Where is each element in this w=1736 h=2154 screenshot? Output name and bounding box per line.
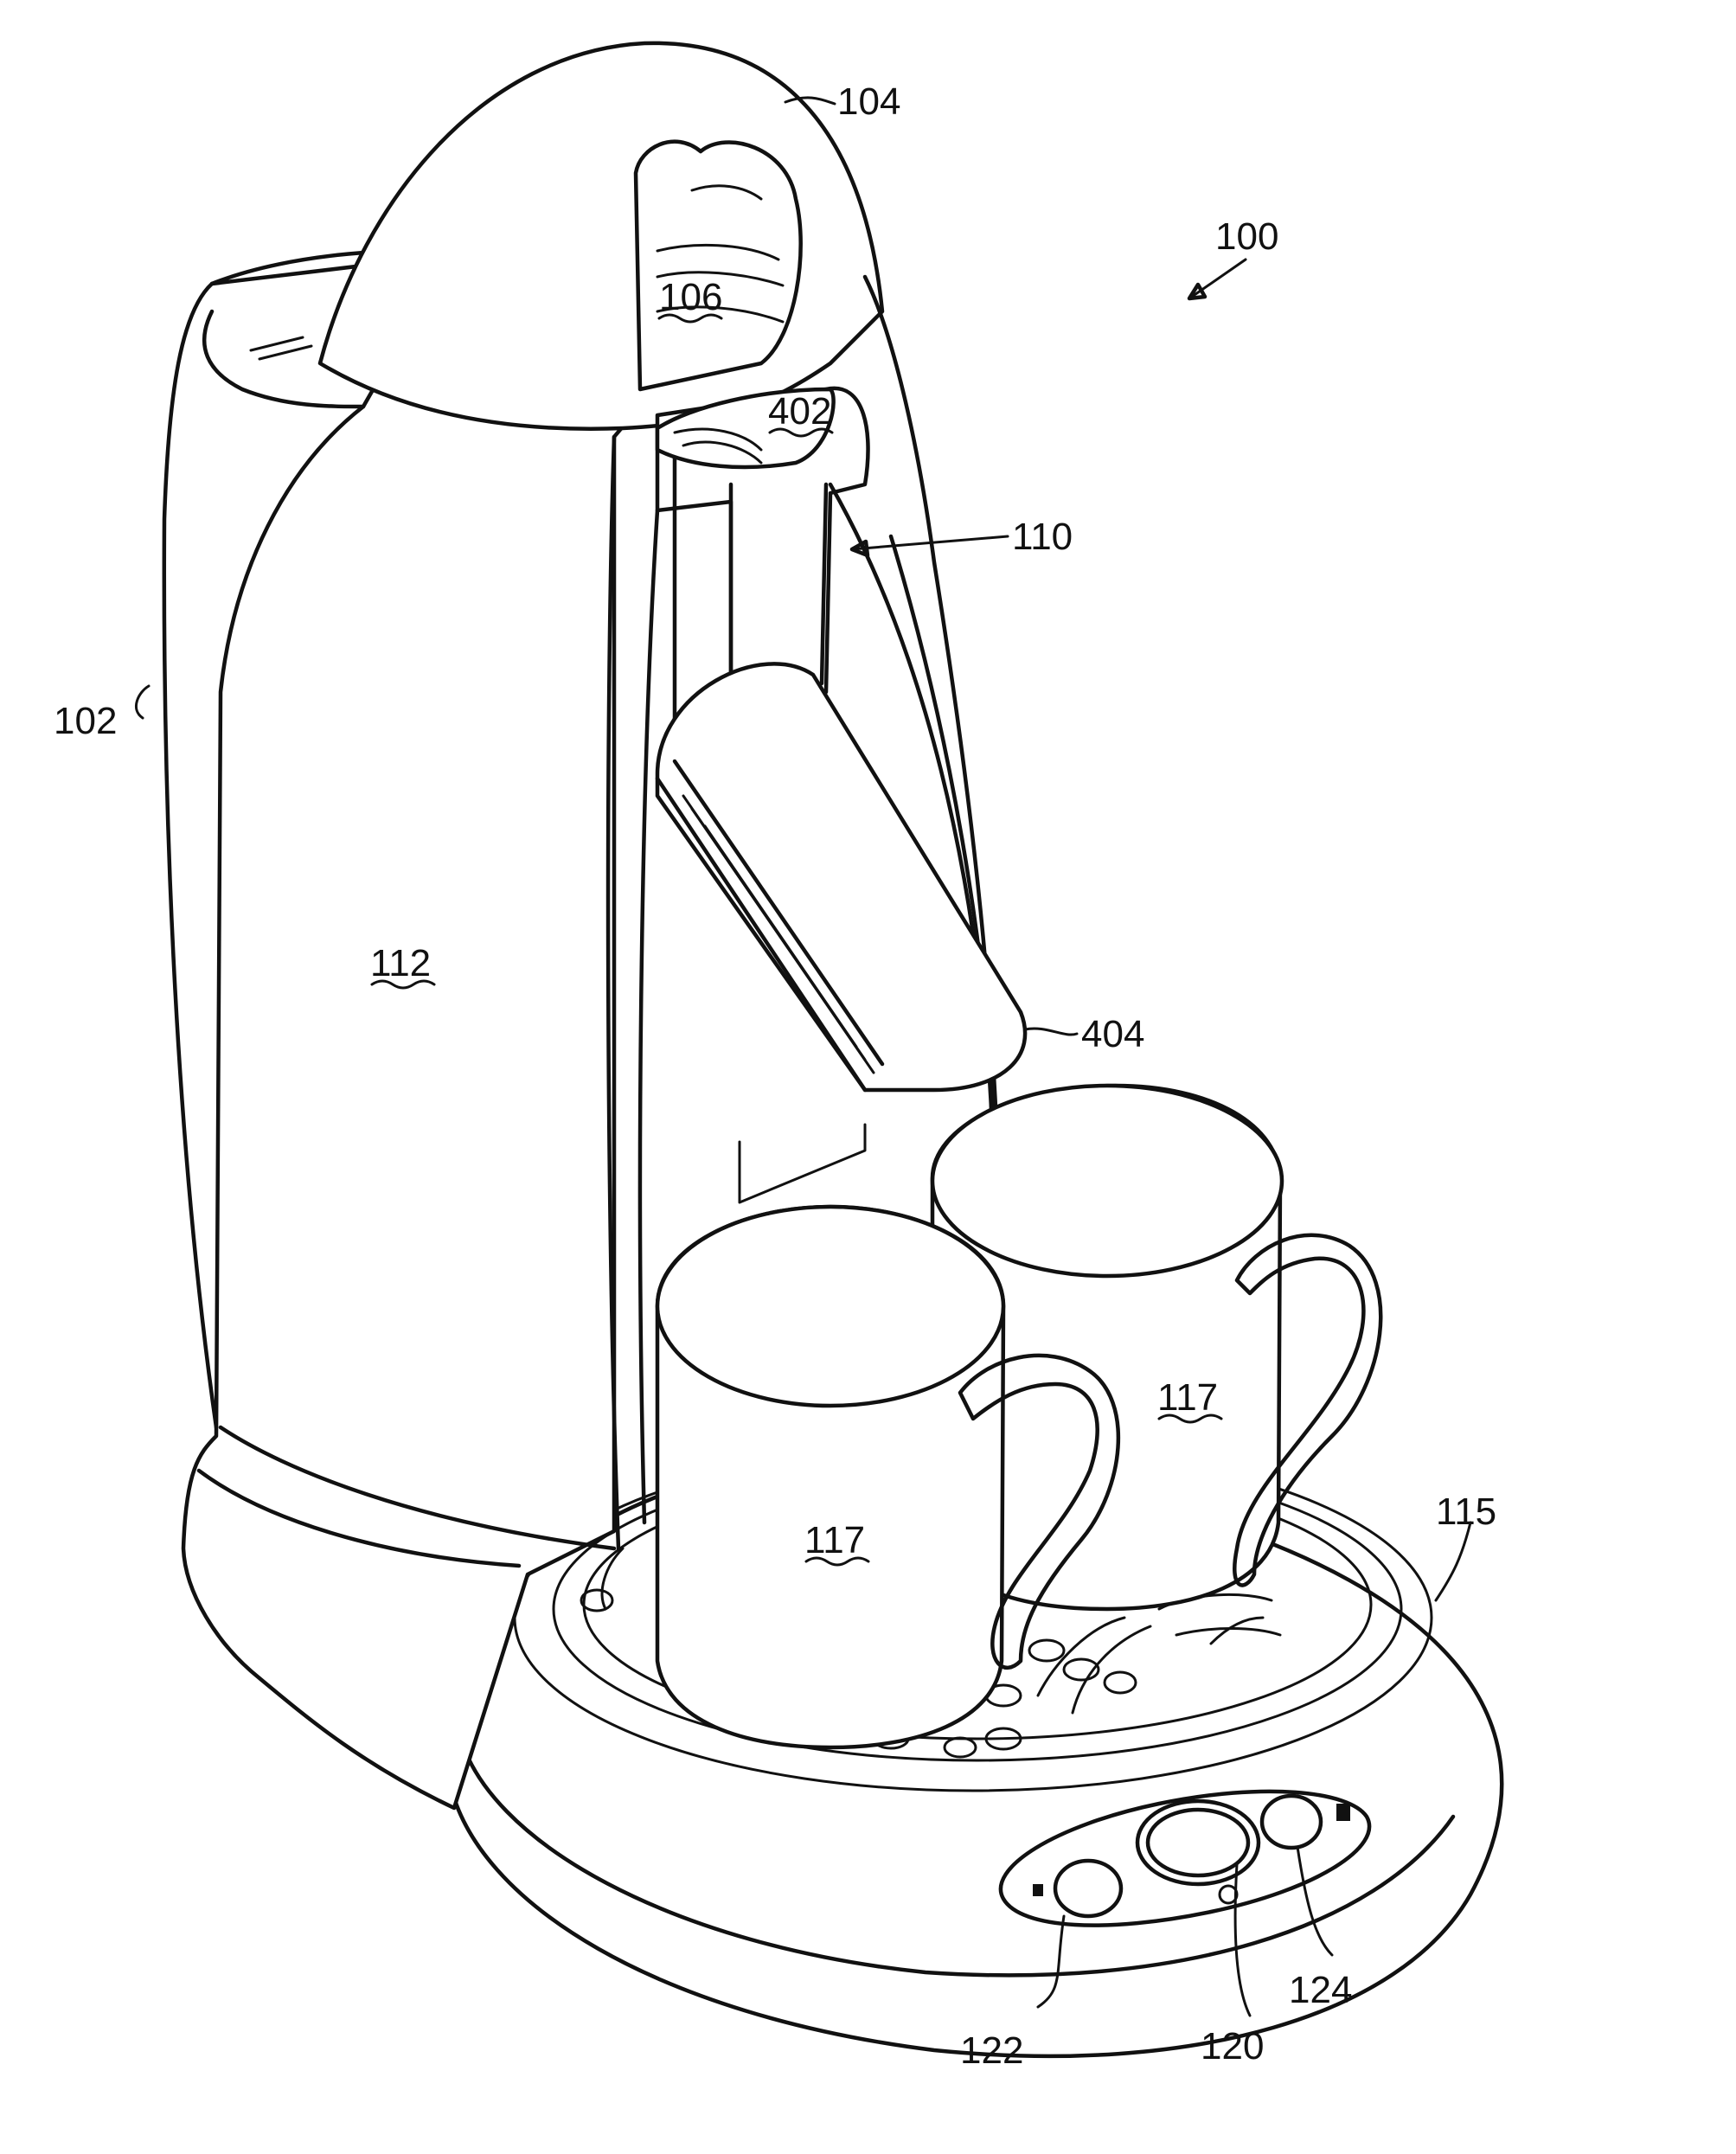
double-cup-icon [1336,1804,1350,1821]
label-104: 104 [837,80,900,123]
label-106: 106 [659,276,722,318]
label-102: 102 [54,700,117,742]
label-115: 115 [1436,1490,1496,1533]
label-110: 110 [1012,516,1073,558]
label-124: 124 [1289,1969,1352,2011]
label-100: 100 [1215,215,1278,258]
label-402: 402 [768,390,831,433]
label-122: 122 [960,2029,1023,2072]
label-117-back: 117 [1157,1376,1218,1419]
label-404: 404 [1081,1013,1144,1055]
label-120: 120 [1201,2025,1264,2067]
label-112: 112 [370,942,431,984]
single-cup-icon [1033,1884,1043,1896]
label-117-front: 117 [804,1519,865,1561]
